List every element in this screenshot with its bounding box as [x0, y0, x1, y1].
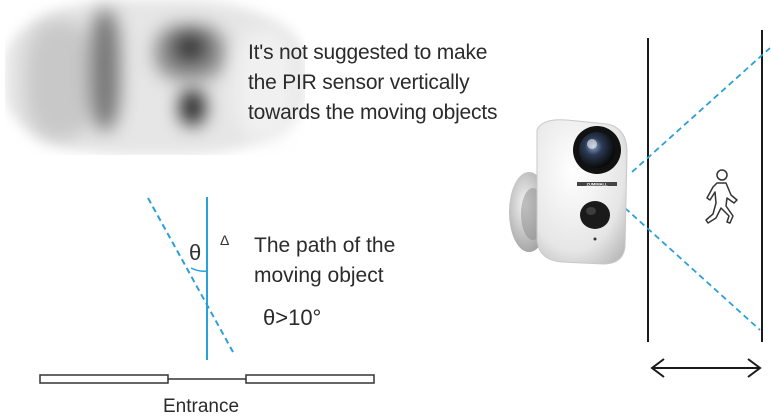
slanted-dashed-path: [147, 197, 234, 353]
detection-cone-lower: [624, 207, 761, 331]
detection-cone-upper: [631, 47, 771, 173]
entrance-wall-left: [39, 374, 169, 384]
path-label-line-1: The path of the: [254, 234, 396, 257]
blurred-reference-photo: [5, 0, 305, 155]
note-line-1: It's not suggested to make: [248, 41, 488, 64]
walking-person-icon: [705, 169, 738, 224]
note-line-2: the PIR sensor vertically: [248, 71, 470, 94]
double-arrow-icon: [650, 358, 762, 378]
path-label: The path of the moving object: [254, 231, 395, 291]
note-line-3: towards the moving objects: [248, 101, 498, 124]
angle-condition: θ>10°: [263, 305, 322, 330]
path-label-line-2: moving object: [254, 264, 384, 287]
svg-text:ZUMIMALL: ZUMIMALL: [587, 182, 608, 187]
camera-icon: ZUMIMALL: [509, 119, 628, 265]
entrance-wall-right: [245, 374, 375, 384]
delta-symbol: Δ: [220, 232, 230, 248]
theta-angle-arc: [190, 267, 208, 272]
theta-symbol: θ: [189, 240, 202, 265]
pir-warning-note: It's not suggested to make the PIR senso…: [248, 38, 548, 128]
entrance-label: Entrance: [163, 396, 240, 417]
